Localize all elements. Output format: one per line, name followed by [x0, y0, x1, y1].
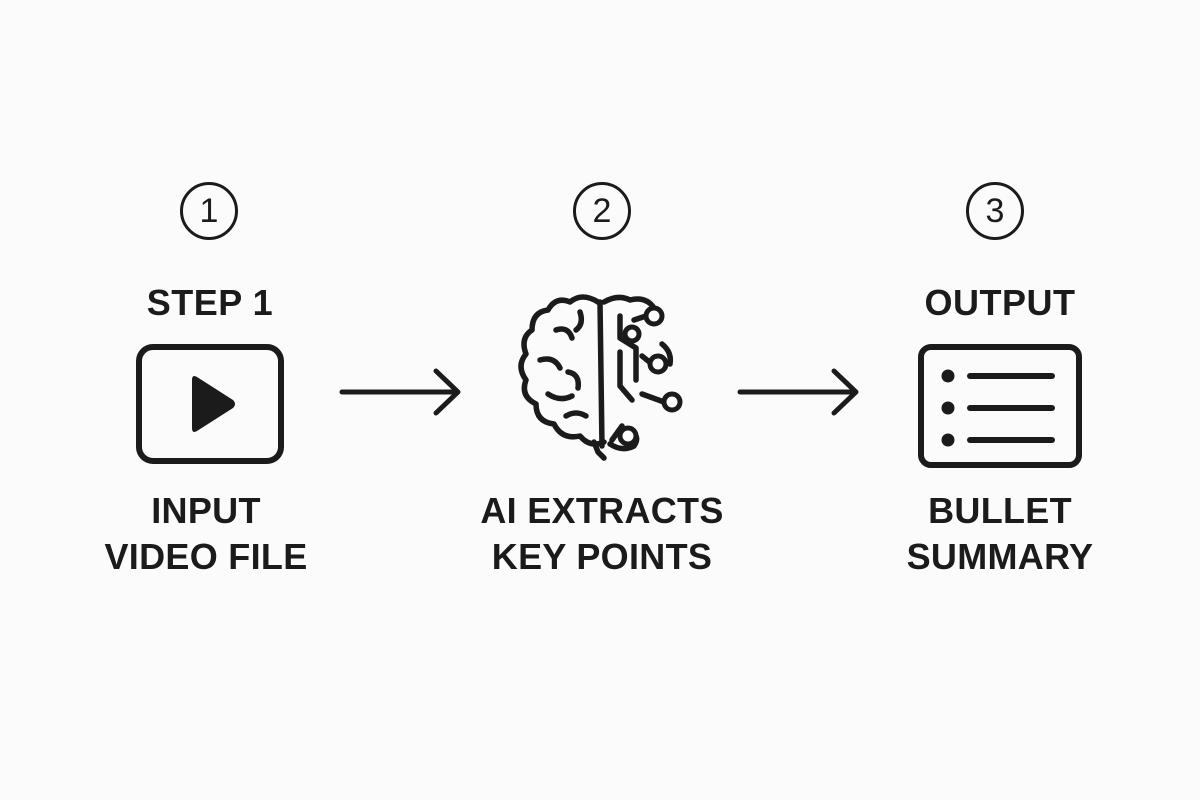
step-3-caption: BULLET SUMMARY: [850, 488, 1150, 580]
step-3-heading: OUTPUT: [924, 282, 1076, 323]
right-arrow-icon: [339, 368, 461, 416]
step-1-caption: INPUT VIDEO FILE: [56, 488, 356, 580]
step-3-caption-line-1: BULLET: [928, 490, 1072, 531]
step-3-number-badge: 3: [966, 182, 1024, 240]
step-2-number-badge: 2: [573, 182, 631, 240]
step-2-caption: AI EXTRACTS KEY POINTS: [452, 488, 752, 580]
step-1-number-badge: 1: [180, 182, 238, 240]
step-1-caption-line-2: VIDEO FILE: [104, 536, 308, 577]
video-play-icon: [136, 344, 284, 464]
step-1-caption-line-1: INPUT: [151, 490, 261, 531]
right-arrow-icon: [737, 368, 859, 416]
step-3-caption-line-2: SUMMARY: [906, 536, 1094, 577]
step-2-caption-line-1: AI EXTRACTS: [480, 490, 724, 531]
step-1-heading: STEP 1: [146, 282, 274, 323]
bullet-list-icon: [918, 344, 1082, 468]
step-2-caption-line-2: KEY POINTS: [491, 536, 713, 577]
ai-brain-circuit-icon: [518, 294, 683, 461]
